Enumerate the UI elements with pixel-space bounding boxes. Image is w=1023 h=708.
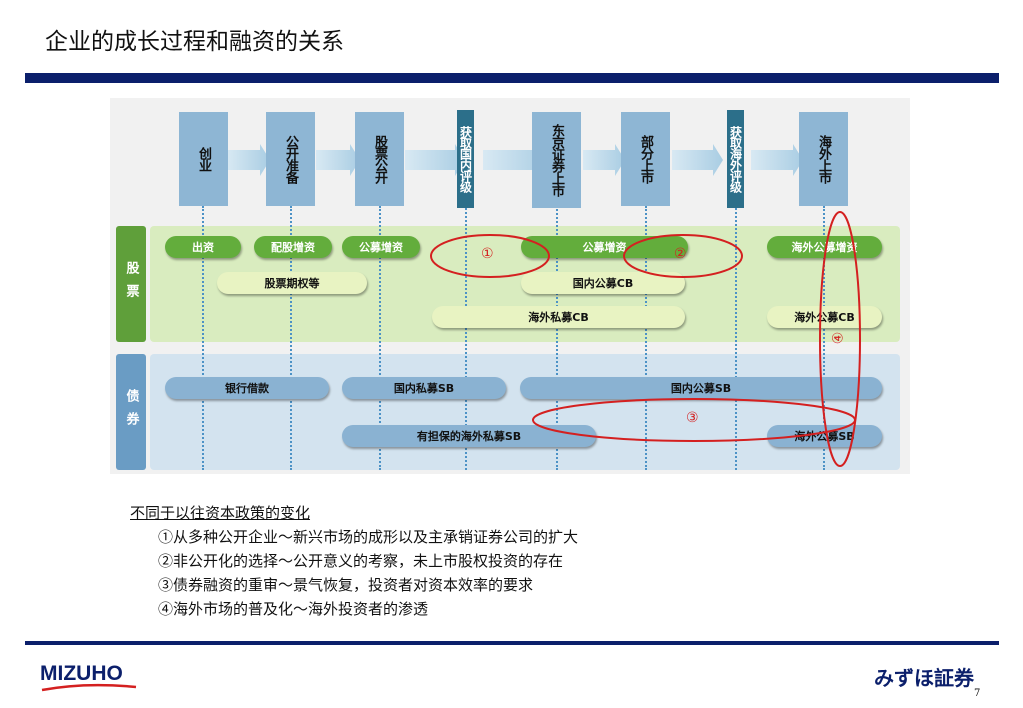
bond-item-secured-overseas-private-sb: 有担保的海外私募SB	[342, 425, 596, 447]
stage-guide-line	[290, 206, 292, 470]
rating-guide-line	[735, 208, 737, 470]
page-title: 企业的成长过程和融资的关系	[45, 29, 344, 55]
header-rule	[25, 73, 999, 83]
notes-heading: 不同于以往资本政策的变化	[130, 504, 311, 522]
bond-band	[150, 354, 900, 470]
stage-guide-line	[379, 206, 381, 470]
arrow-icon	[227, 144, 270, 176]
stage-guide-line	[823, 206, 825, 470]
stock-category-label: 股票	[116, 226, 146, 342]
overseas-rating-bar: 获取海外评级	[727, 110, 744, 208]
bond-item-bank-loan: 银行借款	[165, 377, 329, 399]
domestic-rating-bar: 获取国内评级	[457, 110, 474, 208]
annotation-label-3: ③	[686, 410, 699, 426]
notes-item: ③债券融资的重审～景气恢复，投资者对资本效率的要求	[158, 576, 534, 594]
annotation-label-4: ④	[830, 331, 847, 345]
annotation-label-1: ①	[481, 246, 494, 262]
mizuho-logo: MIZUHO	[40, 660, 140, 700]
annotation-ellipse-4	[819, 211, 861, 467]
stage-stock-listing: 股票公开	[355, 112, 404, 206]
stage-overseas-listing: 海外上市	[799, 112, 848, 206]
rating-guide-line	[465, 208, 467, 470]
stock-item-stock-options: 股票期权等	[217, 272, 367, 294]
stock-item-rights-offering: 配股增资	[254, 236, 332, 258]
bond-category-label: 债券	[116, 354, 146, 470]
stage-guide-line	[645, 206, 647, 470]
notes-item: ①从多种公开企业～新兴市场的成形以及主承销证券公司的扩大	[158, 528, 579, 546]
annotation-label-2: ②	[674, 246, 687, 262]
stage-founding: 创业	[179, 112, 228, 206]
mizuho-logo-text: MIZUHO	[40, 662, 123, 685]
mizuho-securities-logo: みずほ証券	[874, 666, 974, 690]
page-number: 7	[974, 688, 981, 699]
stock-item-overseas-public-cb: 海外公募CB	[767, 306, 882, 328]
arrow-icon	[405, 144, 465, 176]
annotation-ellipse-2	[623, 234, 743, 278]
annotation-ellipse-1	[430, 234, 550, 278]
stock-item-public-offering-2: 公募增资	[521, 236, 688, 258]
arrow-icon	[751, 144, 803, 176]
logo-swoosh-icon	[41, 683, 137, 692]
notes-section: 不同于以往资本政策的变化 ①从多种公开企业～新兴市场的成形以及主承销证券公司的扩…	[130, 501, 578, 621]
stage-guide-line	[202, 206, 204, 470]
arrow-icon	[316, 144, 360, 176]
stage-section-listing: 部分上市	[621, 112, 670, 206]
notes-item: ②非公开化的选择～公开意义的考察，未上市股权投资的存在	[158, 552, 564, 570]
stock-item-domestic-public-cb: 国内公募CB	[521, 272, 685, 294]
stock-item-overseas-private-cb: 海外私募CB	[432, 306, 685, 328]
stage-tse-listing: 东京证券上市	[532, 112, 581, 208]
bond-item-domestic-public-sb: 国内公募SB	[520, 377, 882, 399]
arrow-icon	[672, 144, 723, 176]
stock-item-public-offering: 公募增资	[342, 236, 420, 258]
stage-ipo-prep: 公开准备	[266, 112, 315, 206]
footer-rule	[25, 641, 999, 645]
bond-item-domestic-private-sb: 国内私募SB	[342, 377, 506, 399]
stock-item-capital: 出资	[165, 236, 241, 258]
arrow-icon	[583, 144, 625, 176]
stage-guide-line	[556, 206, 558, 470]
notes-item: ④海外市场的普及化～海外投资者的渗透	[158, 600, 429, 618]
